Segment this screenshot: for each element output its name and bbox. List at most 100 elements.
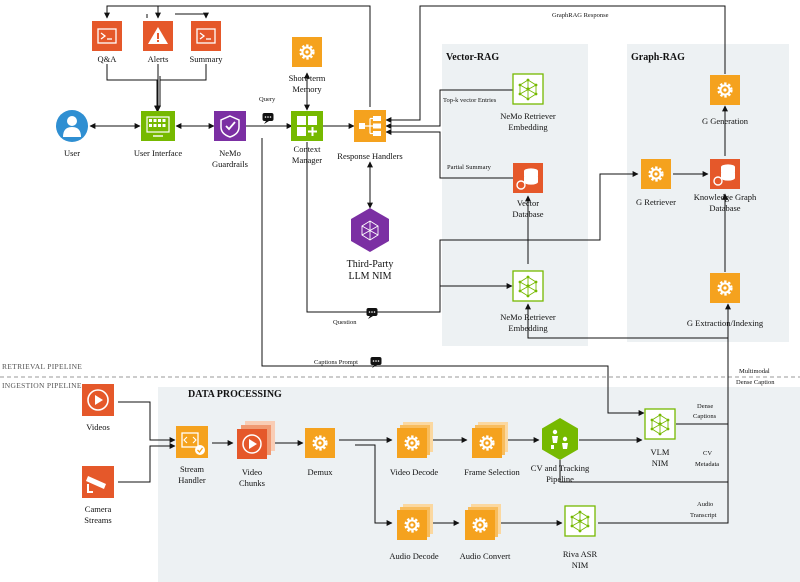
kg-label-2: Database: [709, 203, 740, 213]
user-interface-node: [141, 111, 175, 141]
dashboard-grid-icon: [146, 116, 170, 137]
dense-captions-label-2: Captions: [693, 413, 717, 420]
topk-label: Top-k vector Entries: [443, 97, 497, 104]
gear-icon: [472, 422, 508, 458]
guardrails-label-1: NeMo: [219, 148, 241, 158]
qa-label: Q&A: [98, 54, 118, 64]
video-decode-label: Video Decode: [390, 467, 439, 477]
kg-label-1: Knowledge Graph: [694, 192, 757, 202]
data-processing-panel: [158, 387, 800, 582]
alerts-node: [143, 21, 173, 51]
edges: [89, 5, 731, 468]
response-handlers-node: [354, 110, 386, 142]
stream-label-2: Handler: [178, 475, 206, 485]
cv-metadata-label-2: Metadata: [695, 461, 719, 468]
cv-label-2: Pipeline: [546, 474, 574, 484]
database-icon: [512, 162, 544, 194]
memory-node: [292, 37, 322, 67]
guardrails-label-2: Guardrails: [212, 159, 248, 169]
gear-icon: [397, 422, 433, 458]
alert-triangle-icon: [148, 27, 168, 44]
qa-node: [92, 21, 122, 51]
terminal-icon: [196, 28, 216, 44]
network-cube-icon: [512, 73, 544, 105]
partial-summary-label: Partial Summary: [447, 164, 492, 171]
camera-label-2: Streams: [84, 515, 111, 525]
graphrag-response-label: GraphRAG Response: [552, 12, 609, 19]
play-circle-icon: [87, 389, 109, 411]
retriever-embedding-top-node: [512, 73, 544, 105]
gear-icon: [641, 159, 671, 189]
camera-streams-node: [82, 466, 114, 498]
query-chat-icon: [262, 113, 274, 124]
audio-convert-label: Audio Convert: [460, 551, 511, 561]
plus-square-icon: [297, 116, 317, 136]
retr-emb-bot-label-2: Embedding: [508, 323, 548, 333]
riva-label-1: Riva ASR: [563, 549, 598, 559]
audio-decode-label: Audio Decode: [389, 551, 439, 561]
dense-captions-label-1: Dense: [697, 403, 713, 410]
context-manager-node: [291, 111, 323, 141]
chunks-label-2: Chunks: [239, 478, 265, 488]
retr-emb-top-label-1: NeMo Retriever: [500, 111, 556, 121]
shield-check-icon: [220, 115, 240, 138]
g-retriever-node: [641, 159, 671, 189]
guardrails-node: [214, 111, 246, 141]
gear-icon: [465, 504, 501, 540]
alerts-label: Alerts: [148, 54, 169, 64]
stream-label-1: Stream: [180, 464, 204, 474]
terminal-icon: [97, 28, 117, 44]
cv-label-1: CV and Tracking: [531, 463, 590, 473]
captions-prompt-label: Captions Prompt: [314, 359, 358, 366]
context-label-2: Manager: [292, 155, 322, 165]
g-generation-node: [710, 75, 740, 105]
video-chunks-node: [237, 421, 275, 459]
frame-selection-node: [472, 422, 508, 458]
audio-transcript-label-1: Audio: [697, 501, 713, 508]
frame-selection-label: Frame Selection: [464, 467, 520, 477]
gear-icon: [305, 428, 335, 458]
gear-icon: [710, 75, 740, 105]
gear-icon: [397, 504, 433, 540]
vector-db-label-2: Database: [512, 209, 543, 219]
retr-emb-bot-label-1: NeMo Retriever: [500, 312, 556, 322]
network-cube-icon: [644, 408, 676, 440]
vlm-label-2: NIM: [652, 458, 669, 468]
query-label: Query: [259, 96, 276, 103]
graph-rag-panel: [627, 44, 789, 342]
videos-node: [82, 384, 114, 416]
question-chat-icon: [366, 308, 378, 319]
security-camera-icon: [86, 476, 106, 493]
demux-node: [305, 428, 335, 458]
g-extraction-label: G Extraction/Indexing: [687, 318, 764, 328]
user-interface-label: User Interface: [134, 148, 183, 158]
gear-icon: [292, 37, 322, 67]
play-circle-icon: [242, 434, 262, 454]
retr-emb-top-label-2: Embedding: [508, 122, 548, 132]
g-retriever-label: G Retriever: [636, 197, 676, 207]
user-person-icon: [63, 116, 81, 137]
knowledge-graph-node: [709, 158, 741, 190]
user-label: User: [64, 148, 80, 158]
ingestion-edges: [118, 401, 729, 526]
riva-label-2: NIM: [572, 560, 589, 570]
llm-nim-node: [351, 208, 389, 252]
summary-label: Summary: [189, 54, 223, 64]
graph-rag-title: Graph-RAG: [631, 52, 685, 63]
llm-label-2: LLM NIM: [348, 271, 391, 282]
people-tracking-icon: [551, 429, 568, 449]
cv-tracking-node: [542, 418, 578, 460]
vector-database-node: [512, 162, 544, 194]
network-cube-icon: [512, 270, 544, 302]
vlm-nim-node: [644, 408, 676, 440]
video-decode-node: [397, 422, 433, 458]
retrieval-pipeline-label: RETRIEVAL PIPELINE: [2, 362, 82, 371]
llm-label-1: Third-Party: [347, 259, 394, 270]
memory-label-1: Short-term: [289, 73, 326, 83]
audio-convert-node: [465, 504, 501, 540]
network-cube-icon: [564, 505, 596, 537]
audio-decode-node: [397, 504, 433, 540]
cv-metadata-label-1: CV: [703, 450, 712, 457]
context-label-1: Context: [294, 144, 322, 154]
